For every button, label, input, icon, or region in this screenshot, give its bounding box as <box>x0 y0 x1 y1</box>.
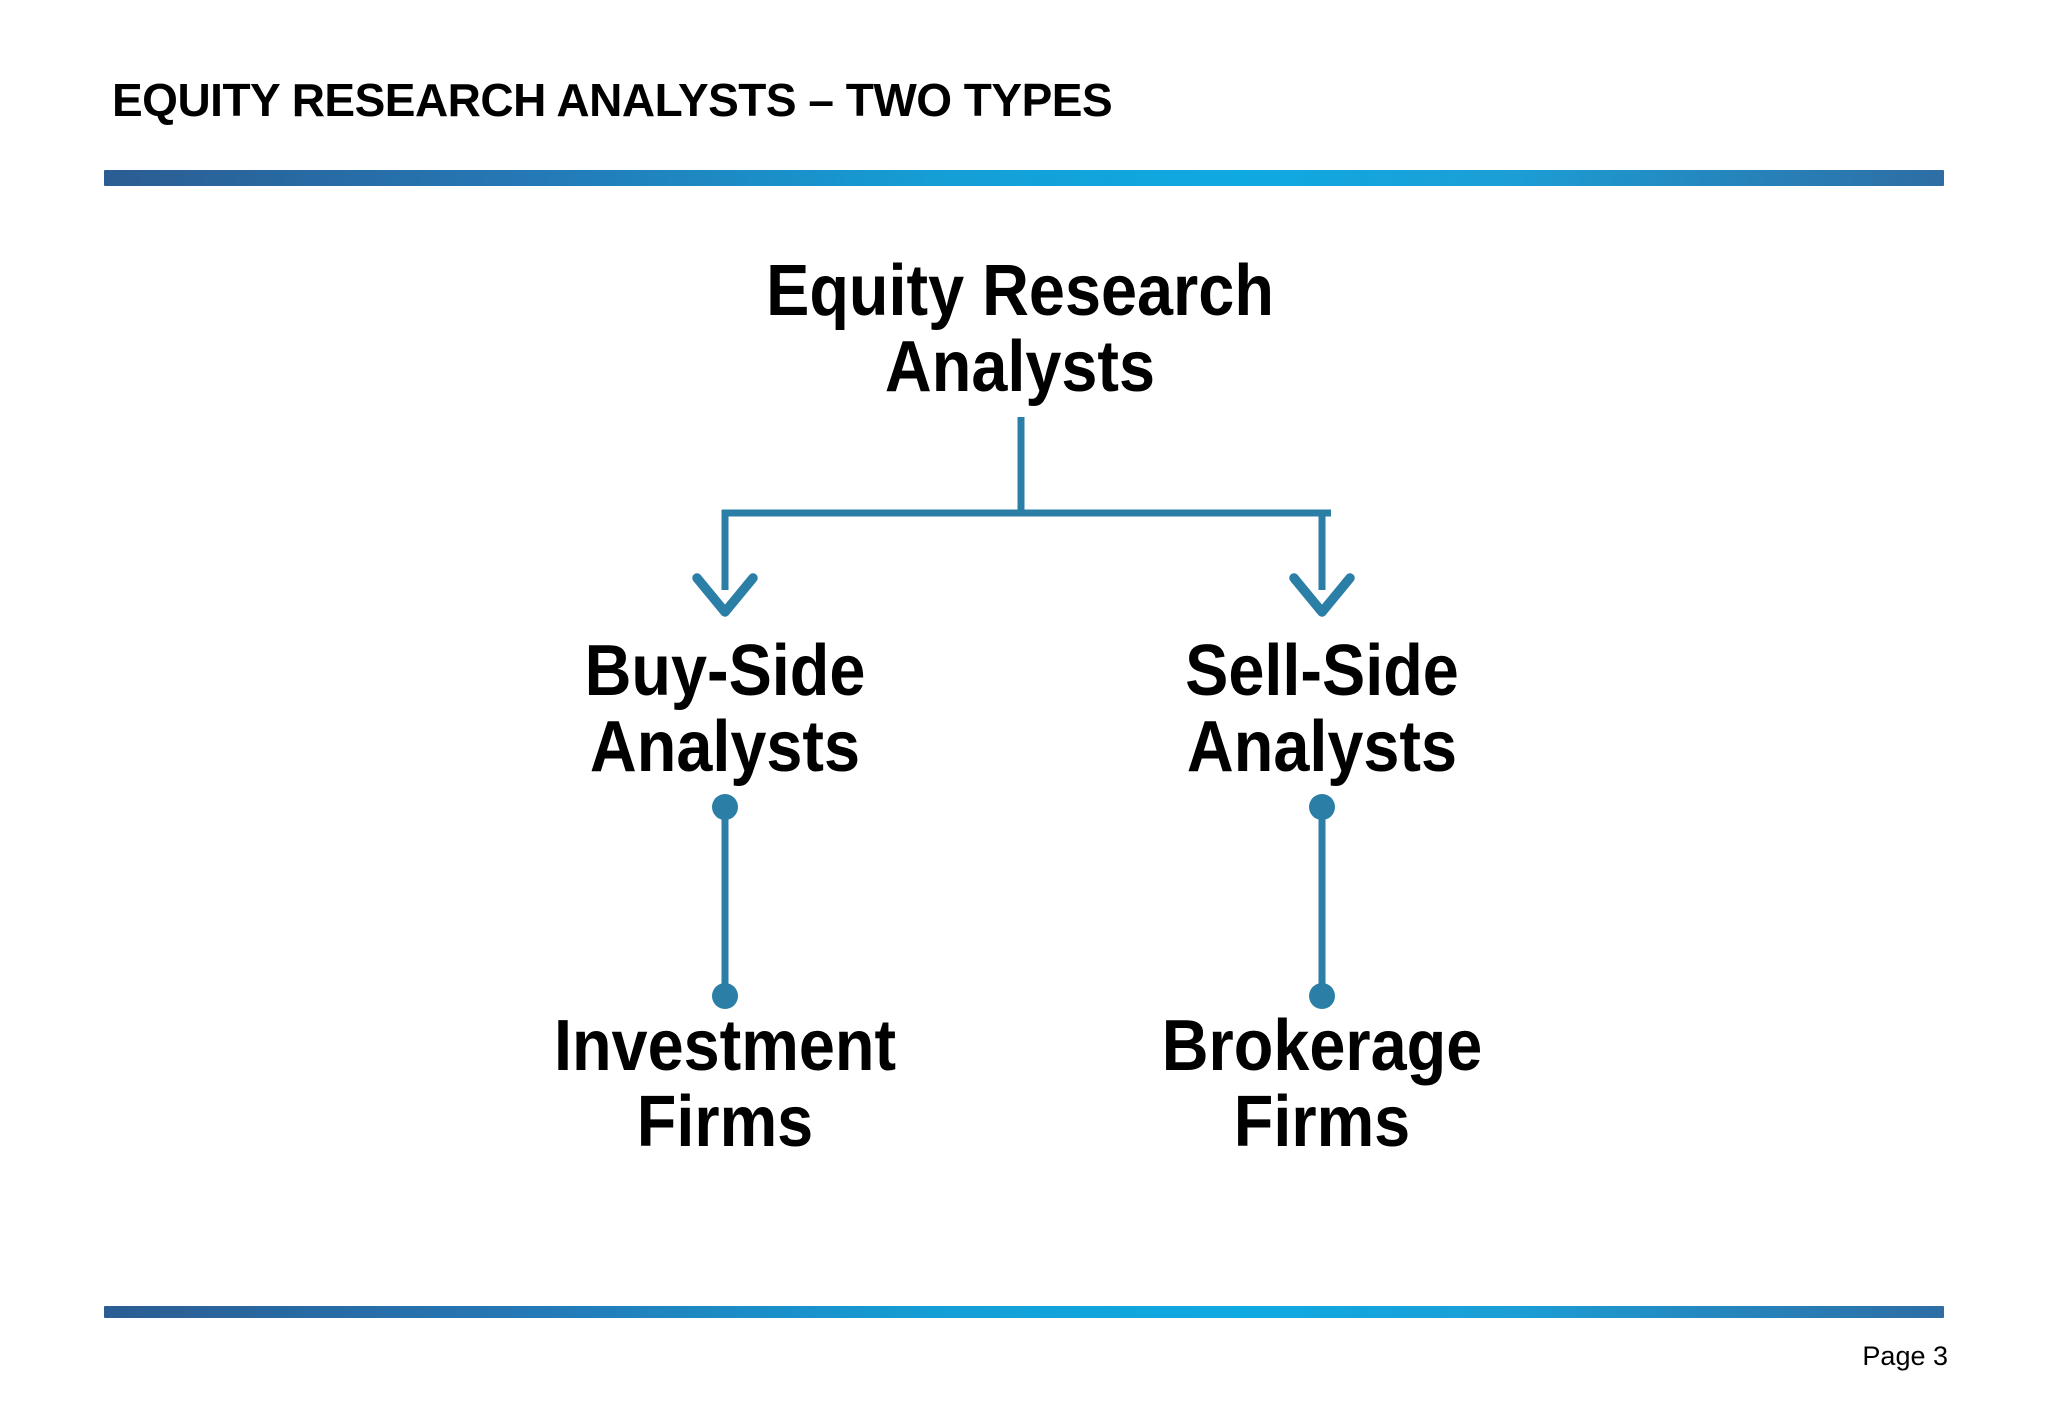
right-dumbbell-top-dot <box>1309 794 1335 820</box>
node-label-line: Brokerage <box>1161 1006 1483 1086</box>
left-dumbbell-top-dot <box>712 794 738 820</box>
node-buy-side-analysts: Buy-Side Analysts <box>585 633 866 785</box>
node-label-line: Sell-Side <box>1185 631 1459 711</box>
left-dumbbell-bottom-dot <box>712 983 738 1009</box>
node-label-line: Firms <box>636 1082 814 1162</box>
node-label-line: Analysts <box>589 707 861 787</box>
node-brokerage-firms: Brokerage Firms <box>1162 1008 1483 1160</box>
slide-title: EQUITY RESEARCH ANALYSTS – TWO TYPES <box>112 74 1113 126</box>
node-equity-research-analysts: Equity Research Analysts <box>766 253 1274 405</box>
bottom-divider-bar <box>104 1306 1944 1318</box>
page-number: Page 3 <box>1862 1341 1948 1371</box>
top-divider-bar <box>104 170 1944 186</box>
node-label-line: Investment <box>553 1006 897 1086</box>
left-arrowhead-chevron-icon <box>692 573 758 617</box>
node-label-line: Buy-Side <box>584 631 866 711</box>
node-label-line: Equity Research <box>766 251 1274 331</box>
node-label-line: Analysts <box>1186 707 1458 787</box>
node-label-line: Analysts <box>884 327 1156 407</box>
node-sell-side-analysts: Sell-Side Analysts <box>1185 633 1459 785</box>
right-dumbbell-bottom-dot <box>1309 983 1335 1009</box>
node-label-line: Firms <box>1233 1082 1411 1162</box>
node-investment-firms: Investment Firms <box>554 1008 896 1160</box>
right-arrowhead-chevron-icon <box>1289 573 1355 617</box>
